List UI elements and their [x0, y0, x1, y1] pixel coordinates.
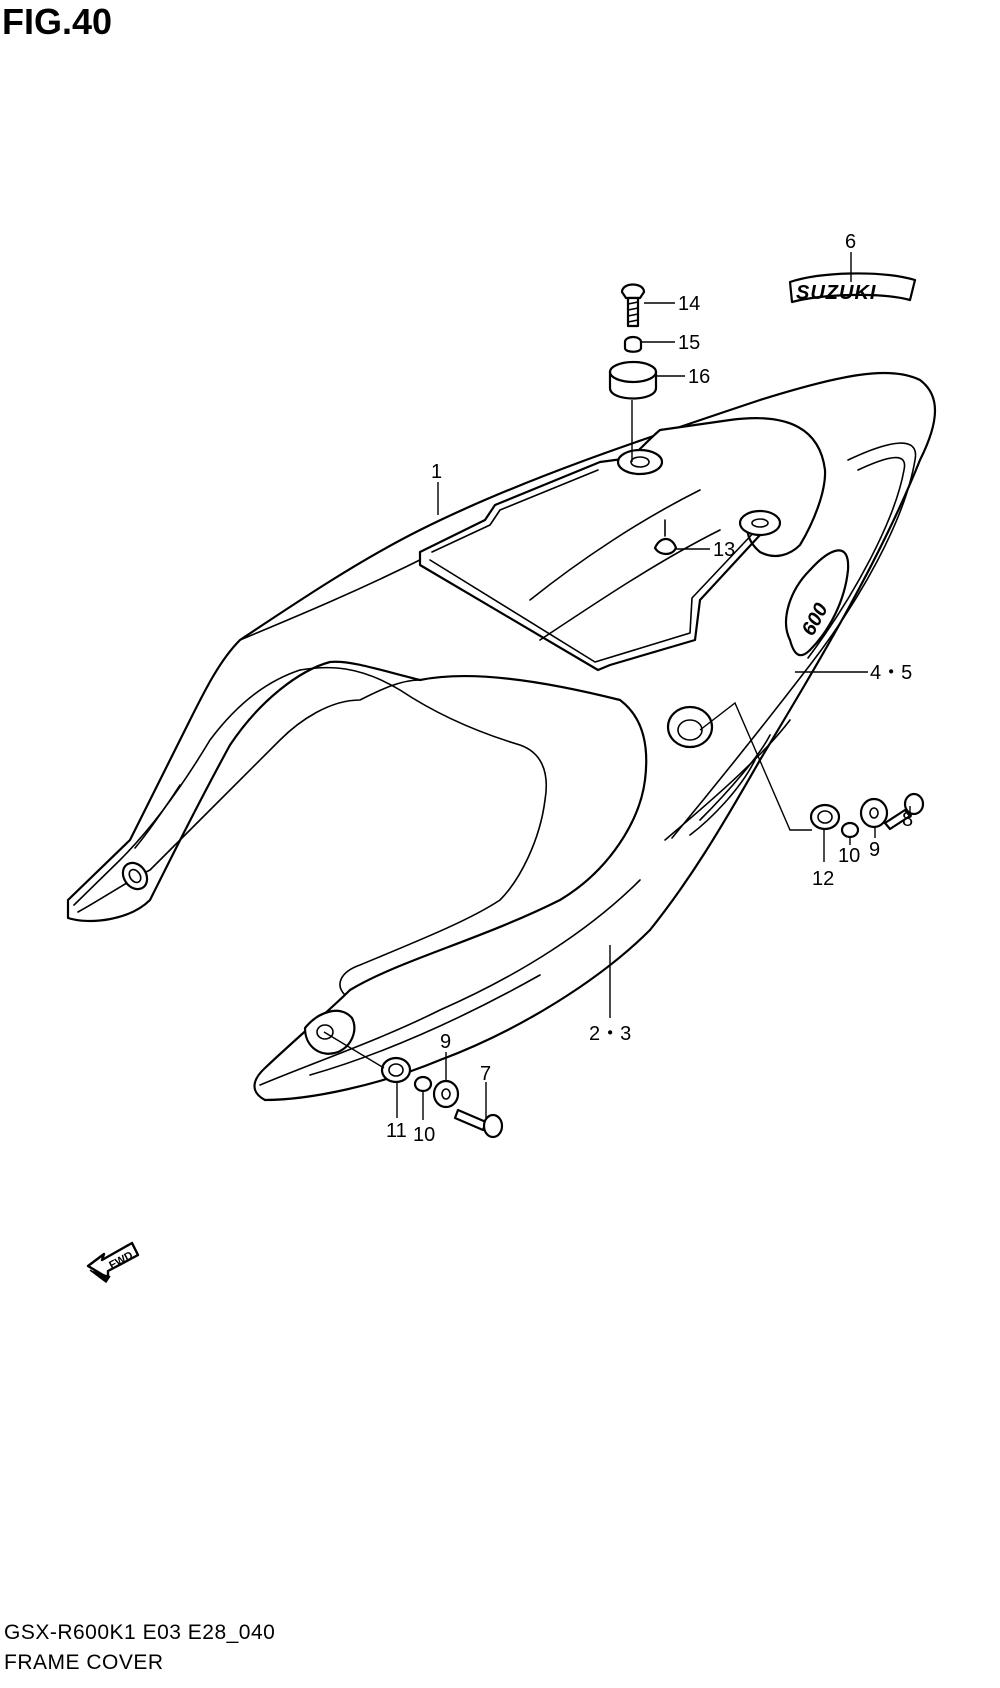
bolt-part-7	[453, 1108, 504, 1139]
cushion-part-16	[608, 360, 658, 400]
collar-part-10-right	[840, 821, 860, 839]
callout-10-left: 10	[413, 1124, 435, 1146]
callouts: 1 2・3 4・5 6 7 8 9 9 10 10 11 12 13 14 15…	[386, 231, 913, 1146]
frame-cover-body: 600	[66, 371, 937, 1102]
nut-part-15	[623, 335, 643, 353]
callout-8: 8	[902, 809, 913, 831]
grommet-part-11	[380, 1056, 412, 1084]
clip-part-13	[653, 519, 678, 556]
collar-part-10-left	[413, 1075, 433, 1093]
fwd-label: FWD	[107, 1249, 135, 1271]
suzuki-emblem: SUZUKI	[788, 272, 917, 304]
figure-title: FIG.40	[2, 1, 113, 42]
footer: GSX-R600K1 E03 E28_040 FRAME COVER	[4, 1618, 275, 1678]
model-emblem: 600	[785, 549, 850, 657]
callout-9-right: 9	[869, 839, 880, 861]
callout-6: 6	[845, 231, 856, 253]
callout-12: 12	[812, 868, 834, 890]
model-code: GSX-R600K1 E03 E28_040	[4, 1621, 276, 1644]
section-name: FRAME COVER	[4, 1651, 164, 1674]
callout-2-3: 2・3	[589, 1023, 631, 1045]
callout-7: 7	[480, 1063, 491, 1085]
callout-11: 11	[386, 1120, 407, 1142]
washer-part-9-right	[859, 797, 889, 829]
frame-cover-diagram: 600 SUZUKI	[66, 231, 937, 1284]
callout-4-5: 4・5	[870, 662, 912, 684]
callout-16: 16	[688, 366, 710, 388]
screw-part-14	[620, 283, 646, 328]
bolt-part-8	[883, 792, 925, 831]
suzuki-emblem-text: SUZUKI	[796, 282, 876, 304]
washer-part-9-left	[432, 1079, 460, 1109]
callout-14: 14	[678, 293, 700, 315]
callout-1: 1	[431, 461, 442, 483]
callout-15: 15	[678, 332, 700, 354]
callout-13: 13	[713, 539, 735, 561]
grommet-part-12	[809, 803, 841, 831]
callout-10-right: 10	[838, 845, 860, 867]
leader-lines	[323, 252, 911, 1120]
callout-9-left: 9	[440, 1031, 451, 1053]
fwd-arrow-icon: FWD	[86, 1241, 140, 1284]
